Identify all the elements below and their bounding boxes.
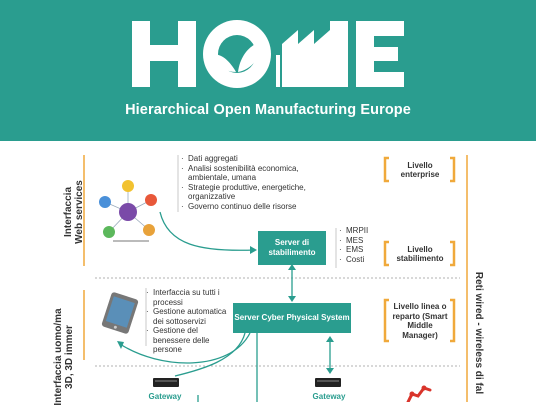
plant-items-list: MRPII MES EMS Costi <box>339 226 389 264</box>
level-line: Livello linea o reparto (Smart Middle Ma… <box>392 302 448 340</box>
gateway-label: Gateway <box>312 392 346 401</box>
plant-server-box: Server di stabilimento <box>258 231 326 265</box>
list-item: Analisi sostenibilità economica, ambient… <box>181 164 331 183</box>
list-item: MRPII <box>339 226 389 236</box>
level-enterprise: Livello enterprise <box>400 160 440 180</box>
list-item: Dati aggregati <box>181 154 331 164</box>
list-item: MES <box>339 236 389 246</box>
cps-server-box: Server Cyber Physical System <box>233 303 351 333</box>
list-item: Gestione automatica dei sottoservizi <box>146 307 231 326</box>
level-brackets <box>383 156 456 343</box>
robot-arm-icon <box>406 385 432 402</box>
cps-items-list: Interfaccia su tutti i processi Gestione… <box>146 288 231 355</box>
header-banner <box>0 0 536 141</box>
gateway-label: Gateway <box>148 392 182 401</box>
list-item: Governo continuo delle risorse <box>181 202 331 212</box>
list-item: Costi <box>339 255 389 265</box>
list-item: Interfaccia su tutti i processi <box>146 288 231 307</box>
header-subtitle: Hierarchical Open Manufacturing Europe <box>125 102 411 118</box>
list-item: Strategie produttive, energetiche, organ… <box>181 183 331 202</box>
gateway-icon <box>315 378 341 387</box>
enterprise-items-list: Dati aggregati Analisi sostenibilità eco… <box>181 154 331 211</box>
enterprise-network-graphic <box>99 180 157 242</box>
list-item: Gestione del benessere delle persone <box>146 326 231 355</box>
gateway-icon <box>153 378 179 387</box>
tablet-icon <box>101 292 139 334</box>
level-plant: Livello stabilimento <box>396 244 444 264</box>
leaf-icon <box>212 35 262 73</box>
home-logo <box>132 20 404 88</box>
list-item: EMS <box>339 245 389 255</box>
